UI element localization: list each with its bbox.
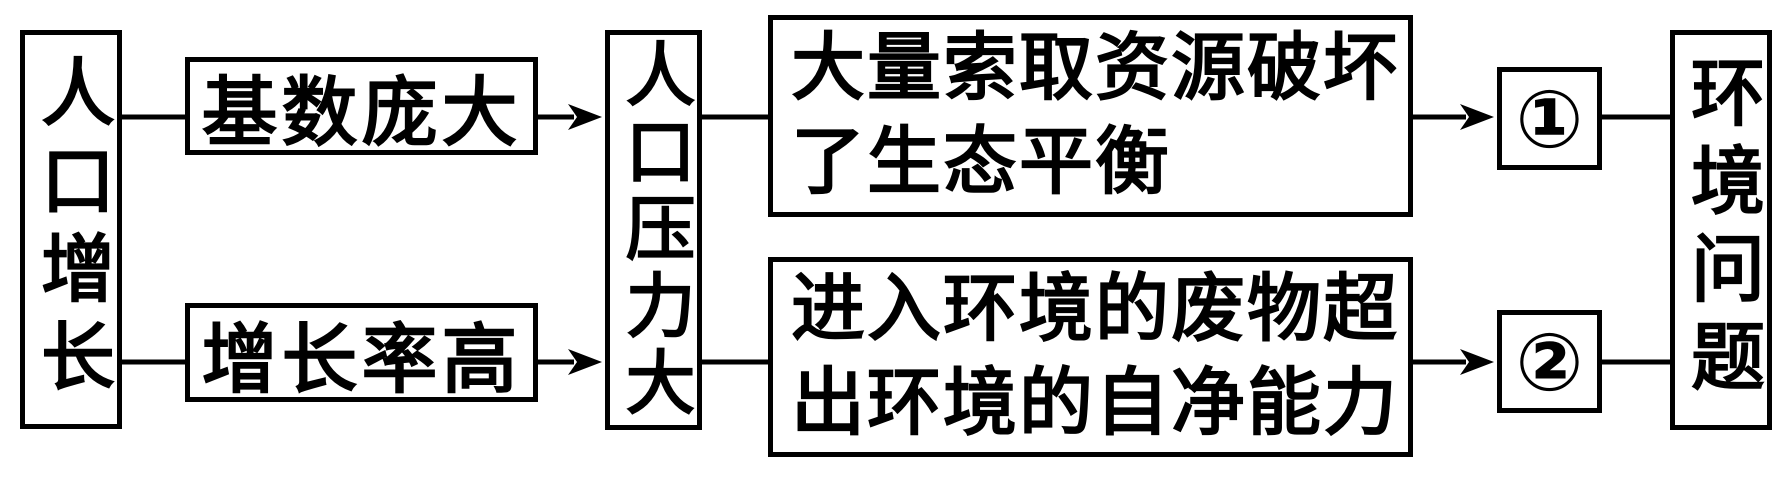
node-growth-rate-high: 增长率高 <box>185 303 538 403</box>
arrowhead-icon <box>1460 349 1494 375</box>
arrowhead-icon <box>1460 104 1494 130</box>
edge-waste-to-marker2 <box>1411 349 1494 375</box>
node-population-growth-label: 人口增长 <box>29 53 112 406</box>
arrowhead-icon <box>568 104 602 130</box>
node-marker-1: ① <box>1497 67 1602 170</box>
node-population-pressure-label: 人口压力大 <box>615 37 692 423</box>
node-environment-problem-label: 环境问题 <box>1679 54 1762 406</box>
node-marker-1-label: ① <box>1515 71 1584 166</box>
node-base-large-label: 基数庞大 <box>201 72 522 156</box>
arrowhead-icon <box>568 349 602 375</box>
node-marker-2-label: ② <box>1515 314 1584 409</box>
node-waste-exceeds-line-2: 出环境的自净能力 <box>791 363 1399 445</box>
node-waste-exceeds: 进入环境的废物超 出环境的自净能力 <box>768 257 1413 457</box>
node-resource-damage-line-2: 了生态平衡 <box>791 122 1171 204</box>
node-population-growth: 人口增长 <box>20 30 122 429</box>
node-base-large: 基数庞大 <box>185 57 538 156</box>
node-resource-damage: 大量索取资源破坏 了生态平衡 <box>768 15 1413 217</box>
edge-rate-to-pressure <box>536 349 602 375</box>
node-resource-damage-line-1: 大量索取资源破坏 <box>791 28 1399 110</box>
node-marker-2: ② <box>1497 310 1602 413</box>
node-growth-rate-high-label: 增长率高 <box>201 318 522 403</box>
node-environment-problem: 环境问题 <box>1670 30 1772 430</box>
node-waste-exceeds-line-1: 进入环境的废物超 <box>791 269 1399 351</box>
node-population-pressure: 人口压力大 <box>605 30 702 430</box>
edge-resource-to-marker1 <box>1411 104 1494 130</box>
edge-base-to-pressure <box>536 104 602 130</box>
